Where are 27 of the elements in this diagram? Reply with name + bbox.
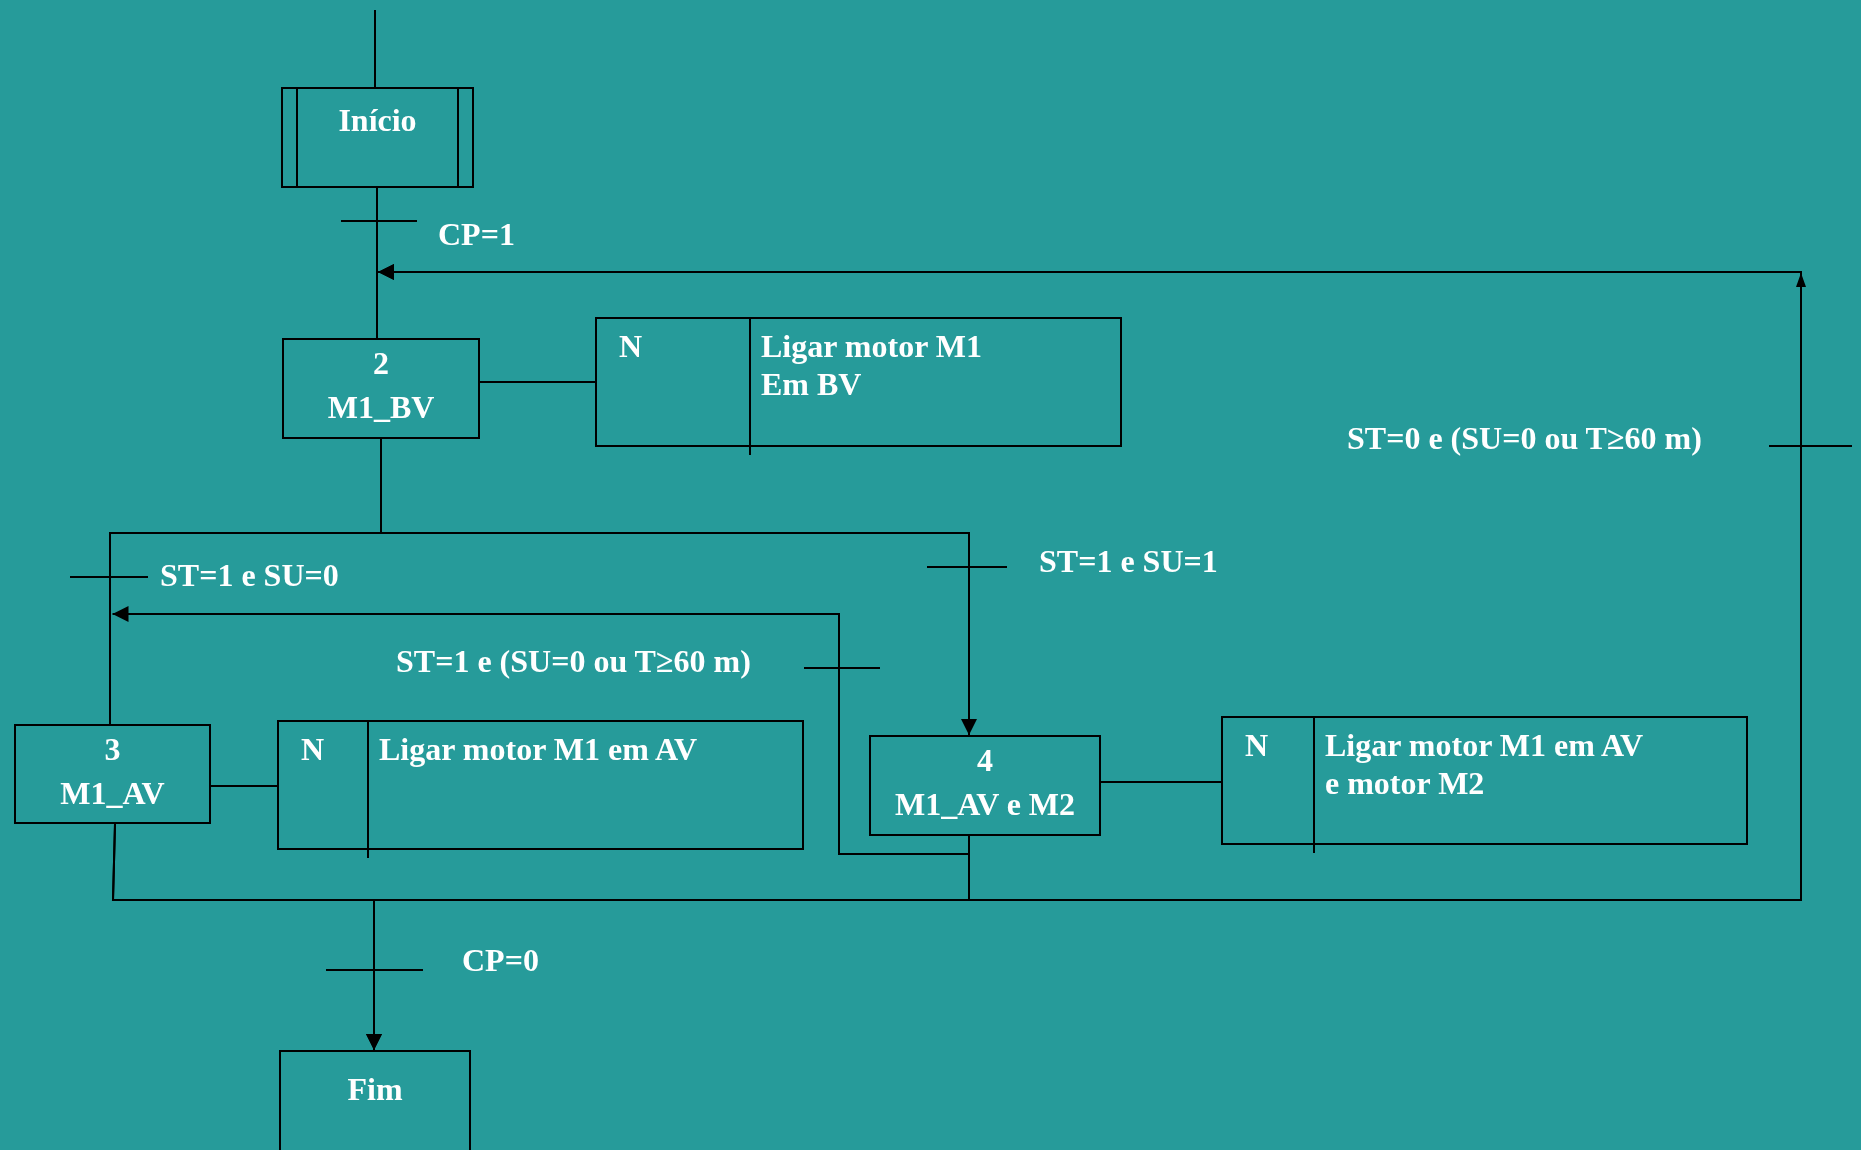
action-qualifier: N — [619, 327, 643, 365]
step-label: Início — [337, 101, 418, 139]
step-label: M1_BV — [326, 388, 436, 426]
action-text: Ligar motor M1 Em BV — [761, 327, 983, 403]
step-number: 2 — [372, 344, 390, 382]
action-qualifier: N — [1245, 726, 1269, 764]
connector-line — [380, 438, 977, 736]
connector-line — [374, 9, 376, 88]
step-number: 3 — [103, 730, 122, 768]
connector-line — [376, 187, 378, 339]
initial-step-box — [281, 87, 474, 188]
connector-line — [1100, 781, 1222, 783]
step-label: Fim — [346, 1070, 404, 1108]
connector-line — [111, 606, 970, 855]
step-box — [869, 735, 1101, 836]
action-text: Ligar motor M1 em AV — [379, 730, 699, 768]
step-box — [282, 338, 480, 439]
connector-line — [377, 264, 1802, 901]
step-number: 4 — [976, 741, 994, 779]
step-box — [14, 724, 211, 824]
step-label: M1_AV e M2 — [893, 785, 1077, 823]
step-label: M1_AV — [59, 774, 166, 812]
connector-line — [479, 381, 596, 383]
action-qualifier: N — [301, 730, 325, 768]
final-step-box — [279, 1050, 471, 1150]
connector-line — [210, 785, 278, 787]
action-text: Ligar motor M1 em AV e motor M2 — [1325, 726, 1644, 802]
